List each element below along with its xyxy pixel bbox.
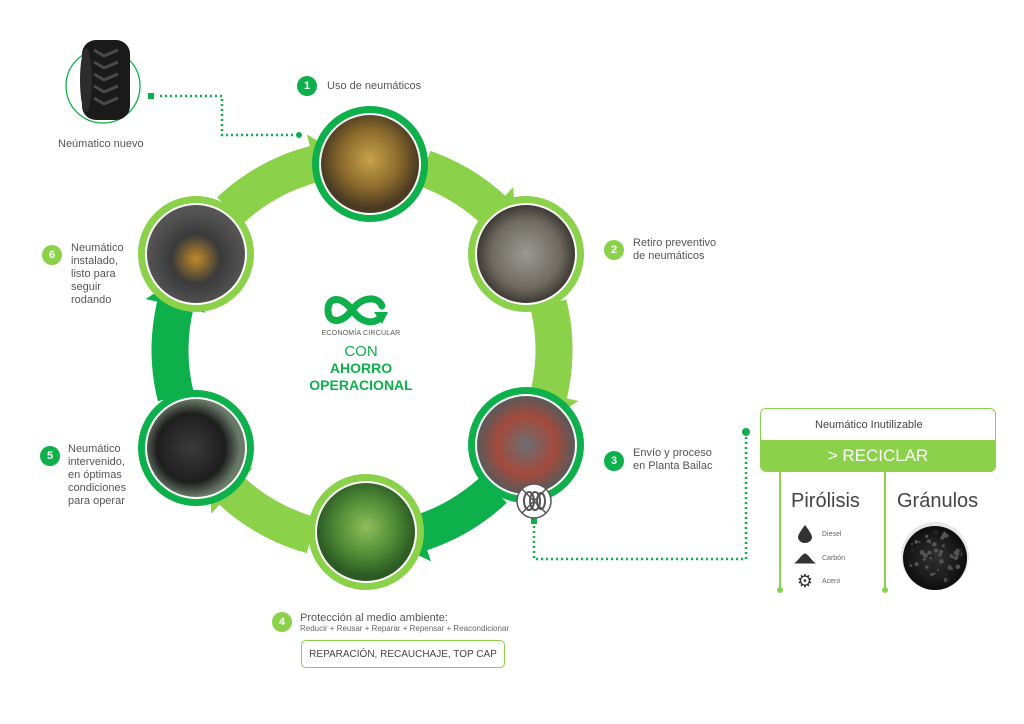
drop-icon bbox=[794, 525, 816, 543]
pyrolysis-item-steel: ⚙ Acero bbox=[794, 572, 840, 590]
gear-icon: ⚙ bbox=[794, 572, 816, 590]
title-line-1: AHORRO bbox=[296, 360, 426, 377]
pile-icon bbox=[794, 552, 816, 564]
installed-tires-photo bbox=[138, 196, 254, 312]
step-1-badge: 1 bbox=[297, 76, 317, 96]
step-4-label: Protección al medio ambiente: bbox=[300, 612, 448, 624]
new-tire-label: Neúmatico nuevo bbox=[58, 138, 144, 150]
step-4-subtitle: Reducir + Reusar + Reparar + Repensar + … bbox=[300, 624, 509, 633]
eco-label: ECONOMÍA CIRCULAR bbox=[296, 330, 426, 337]
step-1-label: Uso de neumáticos bbox=[327, 80, 421, 93]
recycle-button[interactable]: > RECICLAR bbox=[761, 440, 995, 471]
mining-truck-photo bbox=[312, 106, 428, 222]
new-tire-image bbox=[66, 40, 140, 123]
step-2-badge: 2 bbox=[604, 240, 624, 260]
tire-removal-photo bbox=[468, 196, 584, 312]
unusable-tire-card: Neumático Inutilizable > RECICLAR bbox=[760, 408, 996, 472]
granules-title: Gránulos bbox=[897, 490, 978, 513]
step-4-badge: 4 bbox=[272, 612, 292, 632]
unusable-tire-icon bbox=[517, 484, 551, 518]
pyrolysis-item-carbon: Carbón bbox=[794, 552, 845, 564]
unusable-tire-title: Neumático Inutilizable bbox=[815, 419, 923, 431]
step-6-badge: 6 bbox=[42, 245, 62, 265]
step-3-badge: 3 bbox=[604, 451, 624, 471]
tire-row-photo bbox=[138, 390, 254, 506]
step-5-label: Neumático intervenido, en óptimas condic… bbox=[68, 443, 126, 508]
repair-retread-button[interactable]: REPARACIÓN, RECAUCHAJE, TOP CAP bbox=[301, 640, 505, 668]
con-label: CON bbox=[296, 343, 426, 360]
center-title: ECONOMÍA CIRCULAR CON AHORRO OPERACIONAL bbox=[296, 292, 426, 394]
pyrolysis-title: Pirólisis bbox=[791, 490, 860, 513]
new-tire-connector bbox=[148, 93, 302, 138]
step-3-label: Envío y proceso en Planta Bailac bbox=[633, 447, 713, 473]
pyrolysis-item-diesel: Diesel bbox=[794, 525, 841, 543]
step-6-label: Neumático instalado, listo para seguir r… bbox=[71, 242, 124, 307]
granules-photo bbox=[901, 522, 969, 590]
step-2-label: Retiro preventivo de neumáticos bbox=[633, 237, 716, 263]
title-line-2: OPERACIONAL bbox=[296, 377, 426, 394]
plant-in-hands-photo bbox=[308, 474, 424, 590]
step-5-badge: 5 bbox=[40, 446, 60, 466]
